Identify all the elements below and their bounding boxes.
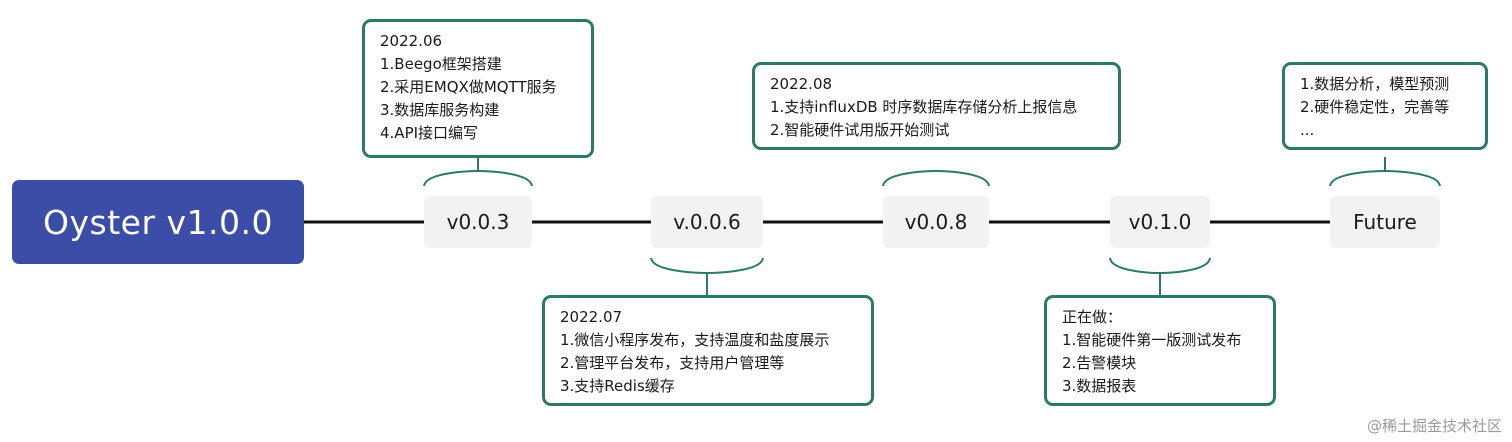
bracket-v008 — [882, 169, 990, 187]
bracket-future — [1329, 169, 1441, 187]
card-line: 1.数据分析，模型预测 — [1300, 75, 1450, 93]
version-node-v006: v.0.0.6 — [651, 196, 763, 248]
card-line: 1.Beego框架搭建 — [380, 55, 502, 73]
milestone-card-future: 1.数据分析，模型预测 2.硬件稳定性，完善等 ... — [1282, 62, 1488, 150]
card-line: 2.硬件稳定性，完善等 — [1300, 98, 1450, 116]
card-line: 1.微信小程序发布，支持温度和盐度展示 — [560, 331, 830, 349]
bracket-v006 — [650, 257, 764, 275]
card-line: 2.管理平台发布，支持用户管理等 — [560, 354, 785, 372]
card-line: 2022.07 — [560, 308, 623, 326]
milestone-card-v006: 2022.07 1.微信小程序发布，支持温度和盐度展示 2.管理平台发布，支持用… — [542, 295, 874, 406]
version-node-v008: v0.0.8 — [883, 196, 989, 248]
card-line: 4.API接口编写 — [380, 124, 479, 142]
version-node-future: Future — [1330, 196, 1440, 248]
card-line: 2.采用EMQX做MQTT服务 — [380, 78, 557, 96]
card-line: 2022.08 — [770, 75, 833, 93]
card-line: 3.数据报表 — [1062, 377, 1137, 395]
card-line: 3.数据库服务构建 — [380, 101, 500, 119]
root-node: Oyster v1.0.0 — [12, 180, 304, 264]
bracket-v010 — [1109, 257, 1211, 275]
card-line: 2022.06 — [380, 32, 443, 50]
watermark: @稀土掘金技术社区 — [1366, 417, 1502, 435]
milestone-card-v003: 2022.06 1.Beego框架搭建 2.采用EMQX做MQTT服务 3.数据… — [362, 19, 594, 158]
version-node-v010: v0.1.0 — [1110, 196, 1210, 248]
bracket-v003 — [423, 169, 533, 187]
card-line: 1.智能硬件第一版测试发布 — [1062, 331, 1242, 349]
milestone-card-v010: 正在做： 1.智能硬件第一版测试发布 2.告警模块 3.数据报表 — [1044, 295, 1276, 406]
card-line: 正在做： — [1062, 308, 1123, 326]
card-line: 2.智能硬件试用版开始测试 — [770, 121, 950, 139]
card-line: ... — [1300, 121, 1315, 139]
card-line: 1.支持influxDB 时序数据库存储分析上报信息 — [770, 98, 1078, 116]
card-line: 3.支持Redis缓存 — [560, 377, 675, 395]
milestone-card-v008: 2022.08 1.支持influxDB 时序数据库存储分析上报信息 2.智能硬… — [752, 62, 1121, 150]
card-line: 2.告警模块 — [1062, 354, 1137, 372]
version-node-v003: v0.0.3 — [424, 196, 532, 248]
